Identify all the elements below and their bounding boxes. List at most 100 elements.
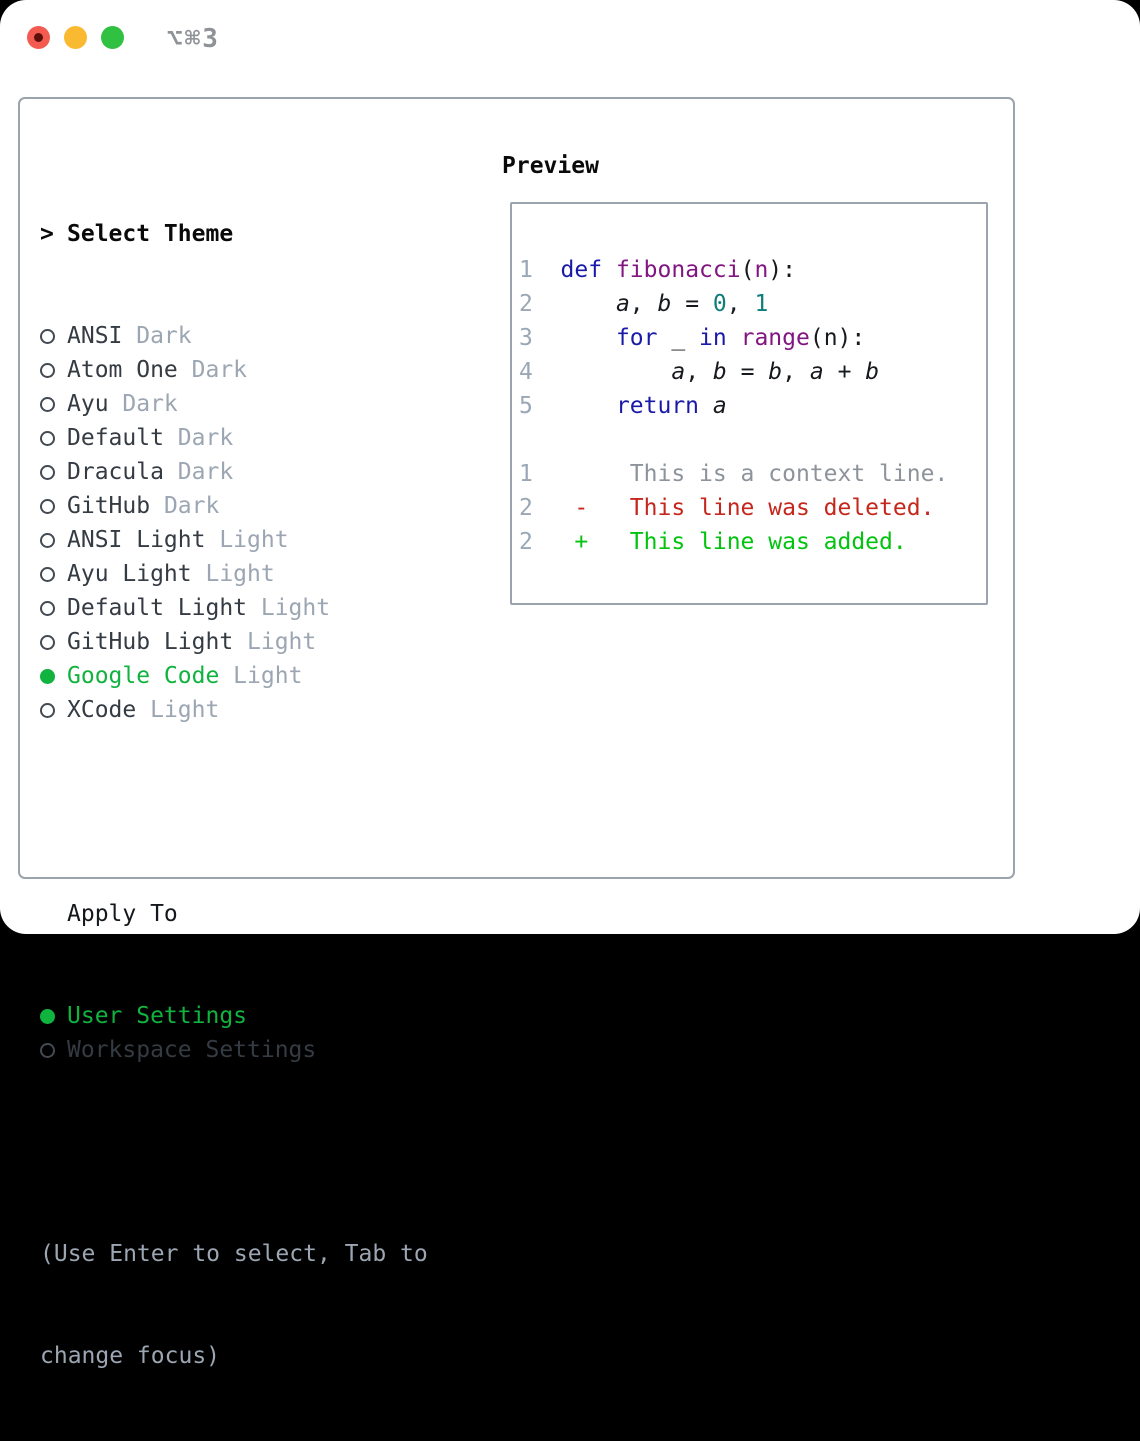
line-number: 4 <box>519 359 561 385</box>
code-line: 3 for _ in range(n): <box>519 321 948 355</box>
token-kw: def <box>561 257 603 283</box>
cursor-icon: > <box>40 217 54 251</box>
code-line: 2 - This line was deleted. <box>519 491 948 525</box>
code-line <box>519 423 948 457</box>
radio-icon <box>40 329 55 344</box>
theme-name: ANSI Light <box>67 523 205 557</box>
token-pl: ): <box>768 257 796 283</box>
theme-option-xcode[interactable]: XCode Light <box>40 693 428 727</box>
line-number: 1 <box>519 257 561 283</box>
theme-name: Google Code <box>67 659 219 693</box>
token-pl: , <box>782 359 810 385</box>
theme-variant: Dark <box>164 455 233 489</box>
apply-option-user-settings[interactable]: User Settings <box>40 999 428 1033</box>
token-del: - This line was deleted. <box>561 495 935 521</box>
theme-name: Default <box>67 421 164 455</box>
radio-marker <box>40 703 67 718</box>
select-theme-header-row: > Select Theme <box>40 217 428 251</box>
theme-option-ansi[interactable]: ANSI Dark <box>40 319 428 353</box>
theme-option-dracula[interactable]: Dracula Dark <box>40 455 428 489</box>
radio-icon <box>40 533 55 548</box>
theme-name: ANSI <box>67 319 122 353</box>
token-pl: _ <box>657 325 699 351</box>
token-fn: n <box>754 257 768 283</box>
radio-marker <box>40 533 67 548</box>
cursor-marker: > <box>40 217 67 251</box>
radio-icon <box>40 567 55 582</box>
token-pl <box>727 325 741 351</box>
window-title-shortcut: ⌥⌘3 <box>167 24 220 54</box>
theme-variant: Light <box>192 557 275 591</box>
token-nm: 1 <box>754 291 768 317</box>
spacer <box>40 795 428 829</box>
theme-name: GitHub <box>67 489 150 523</box>
radio-marker <box>40 1009 67 1024</box>
token-kw: in <box>699 325 727 351</box>
zoom-button[interactable] <box>101 26 124 49</box>
token-vr: b <box>865 359 879 385</box>
minimize-button[interactable] <box>64 26 87 49</box>
theme-variant: Light <box>219 659 302 693</box>
theme-option-ansi-light[interactable]: ANSI Light Light <box>40 523 428 557</box>
close-button[interactable] <box>27 26 50 49</box>
apply-to-header: Apply To <box>67 897 178 931</box>
radio-marker <box>40 1043 67 1058</box>
token-pl <box>561 393 616 419</box>
code-line: 2 a, b = 0, 1 <box>519 287 948 321</box>
theme-variant: Light <box>233 625 316 659</box>
theme-option-default-light[interactable]: Default Light Light <box>40 591 428 625</box>
token-ctx: This is a context line. <box>561 461 949 487</box>
token-pl: = <box>671 291 713 317</box>
token-vr: b <box>713 359 727 385</box>
token-vr: b <box>658 291 672 317</box>
theme-option-google-code[interactable]: Google Code Light <box>40 659 428 693</box>
token-pl <box>561 359 672 385</box>
theme-name: Atom One <box>67 353 178 387</box>
theme-option-default[interactable]: Default Dark <box>40 421 428 455</box>
theme-option-ayu[interactable]: Ayu Dark <box>40 387 428 421</box>
code-line: 1 This is a context line. <box>519 457 948 491</box>
theme-option-github[interactable]: GitHub Dark <box>40 489 428 523</box>
apply-option-label: Workspace Settings <box>67 1033 316 1067</box>
line-number: 5 <box>519 393 561 419</box>
radio-marker <box>40 499 67 514</box>
select-theme-header: Select Theme <box>67 217 233 251</box>
radio-icon <box>40 363 55 378</box>
token-nm: 0 <box>713 291 727 317</box>
radio-marker <box>40 601 67 616</box>
theme-variant: Dark <box>150 489 219 523</box>
theme-variant: Dark <box>122 319 191 353</box>
token-fn: fibonacci <box>616 257 741 283</box>
token-pl: , <box>630 291 658 317</box>
theme-option-github-light[interactable]: GitHub Light Light <box>40 625 428 659</box>
radio-marker <box>40 363 67 378</box>
theme-variant: Light <box>136 693 219 727</box>
theme-name: Ayu <box>67 387 109 421</box>
code-line: 1 def fibonacci(n): <box>519 253 948 287</box>
radio-marker <box>40 397 67 412</box>
line-number: 1 <box>519 461 561 487</box>
radio-icon <box>40 601 55 616</box>
radio-icon <box>40 1043 55 1058</box>
theme-option-atom-one[interactable]: Atom One Dark <box>40 353 428 387</box>
token-add: + This line was added. <box>561 529 907 555</box>
apply-option-label: User Settings <box>67 999 247 1033</box>
theme-option-ayu-light[interactable]: Ayu Light Light <box>40 557 428 591</box>
apply-option-workspace-settings[interactable]: Workspace Settings <box>40 1033 428 1067</box>
radio-icon <box>40 465 55 480</box>
radio-icon <box>40 431 55 446</box>
token-pl: + <box>824 359 866 385</box>
theme-name: GitHub Light <box>67 625 233 659</box>
token-pl <box>561 325 616 351</box>
radio-marker <box>40 465 67 480</box>
token-kw: for <box>616 325 658 351</box>
spacer <box>40 1135 428 1169</box>
line-number: 2 <box>519 529 561 555</box>
token-pl: , <box>727 291 755 317</box>
token-fn: range <box>741 325 810 351</box>
token-pl: (n): <box>810 325 865 351</box>
token-pl: ( <box>741 257 755 283</box>
